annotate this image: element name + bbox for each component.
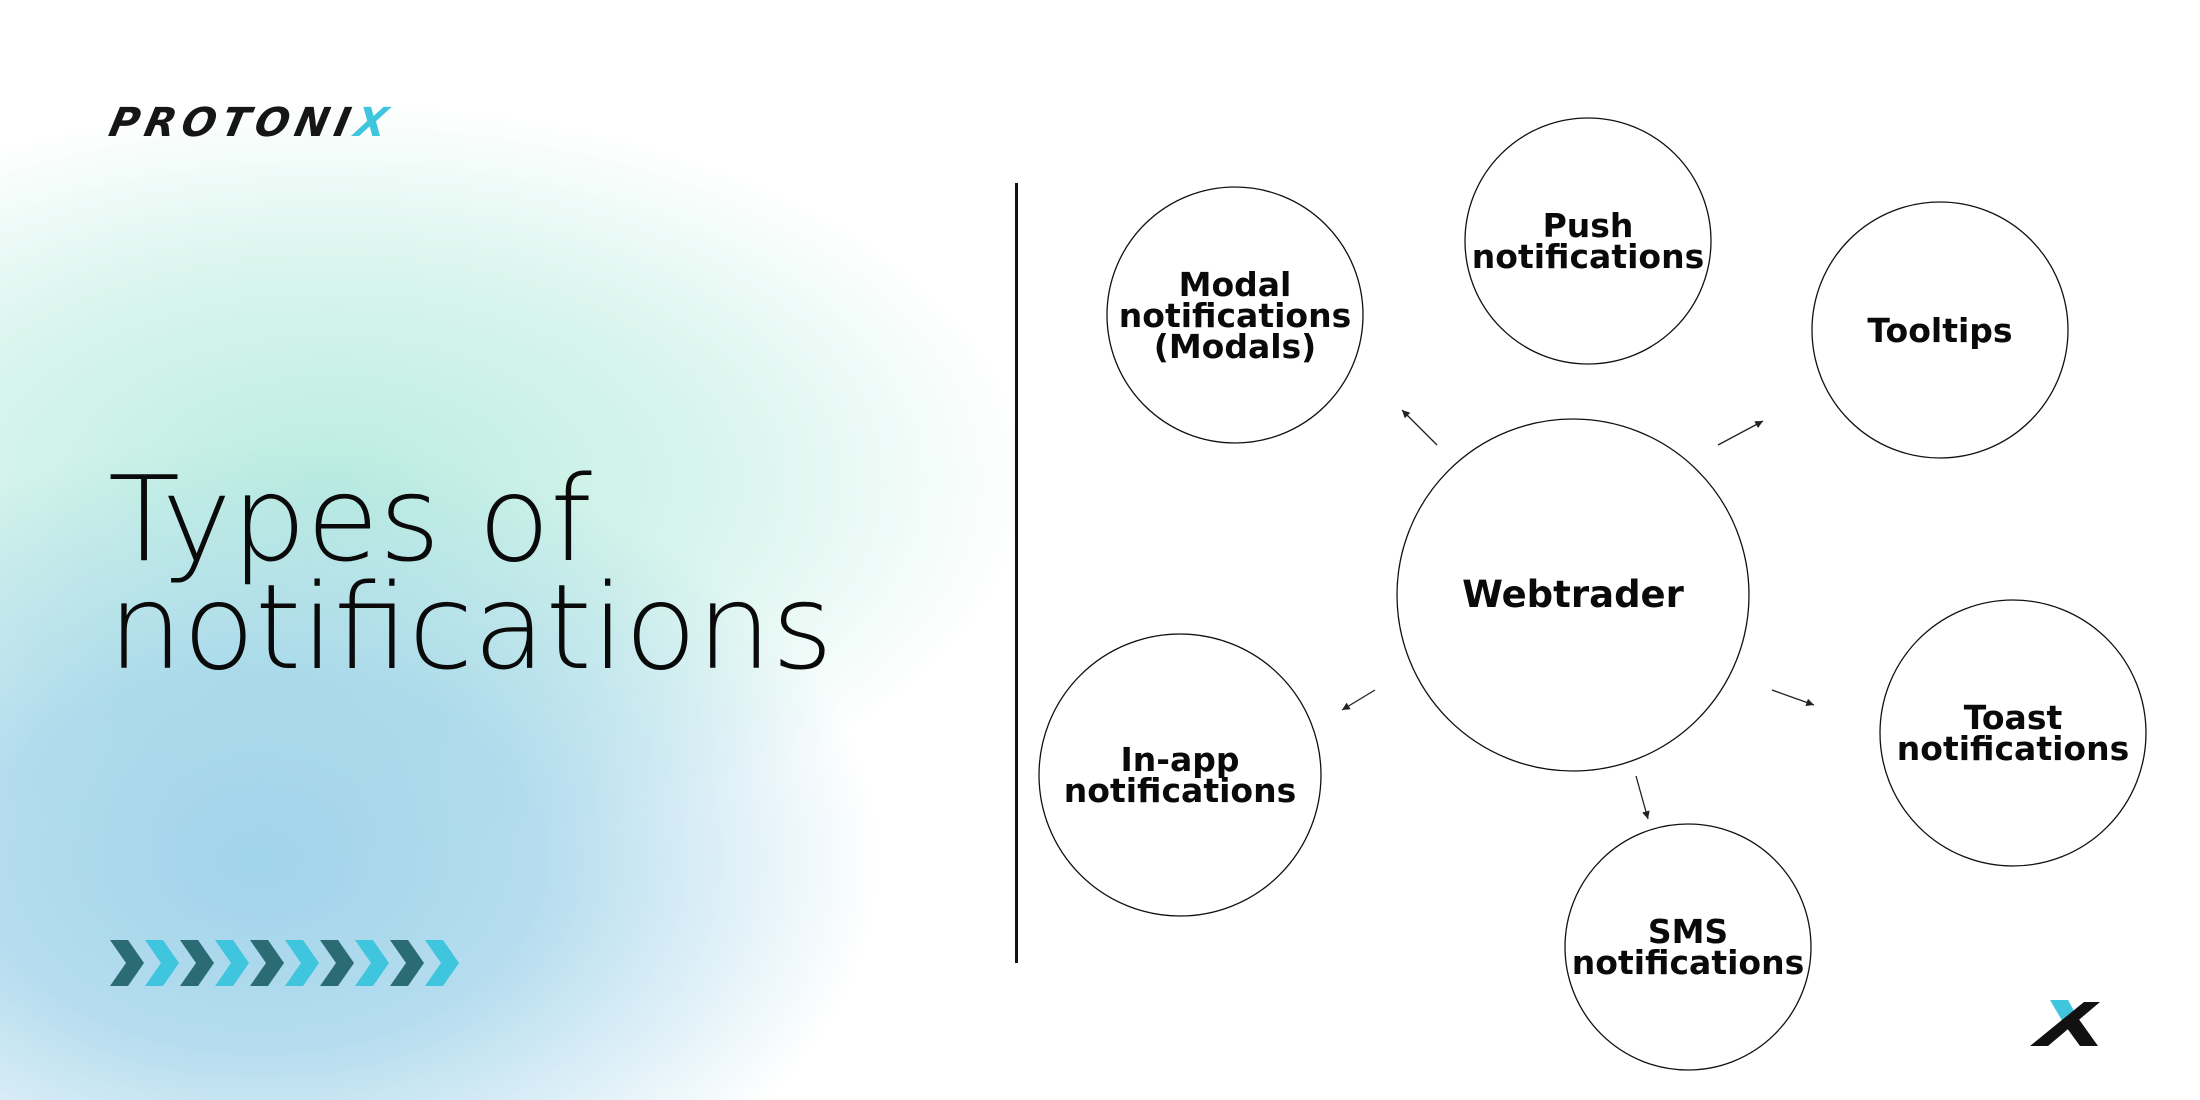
- chevron-right-icon: [285, 940, 319, 986]
- modal-connector-arrow: [1401, 409, 1438, 446]
- inapp-connector-arrow: [1341, 689, 1376, 711]
- chevron-right-icon: [425, 940, 459, 986]
- chevron-right-icon: [215, 940, 249, 986]
- chevron-right-icon: [355, 940, 389, 986]
- page-title: Types of notifications: [108, 450, 1008, 696]
- modal-node-line: notifications: [1118, 295, 1352, 335]
- inapp-node-line: In-app: [1120, 740, 1240, 779]
- tooltips-node: Tooltips: [1812, 202, 2068, 458]
- sms-node-line: notifications: [1571, 943, 1805, 982]
- toast-node-line: notifications: [1896, 729, 2130, 768]
- sms-node-line: SMS: [1647, 912, 1729, 951]
- title-line-1: Types of: [108, 450, 592, 588]
- push-node-line: notifications: [1471, 237, 1705, 276]
- chevron-strip-icon: [110, 940, 459, 986]
- toast-node-circle: [1879, 599, 2147, 867]
- chevron-right-icon: [180, 940, 214, 986]
- chevron-right-icon: [250, 940, 284, 986]
- tooltips-connector-arrow: [1717, 420, 1764, 446]
- tooltips-node-line: Tooltips: [1867, 310, 2013, 350]
- push-node-line: Push: [1542, 206, 1634, 245]
- vertical-divider: [1015, 183, 1018, 963]
- sms-node-circle: [1564, 823, 1812, 1071]
- webtrader-node-circle: [1396, 418, 1750, 772]
- chevron-right-icon: [145, 940, 179, 986]
- inapp-node-circle: [1038, 633, 1322, 917]
- chevron-right-icon: [110, 940, 144, 986]
- modal-node-line: Modal: [1178, 264, 1292, 304]
- tooltips-node-circle: [1811, 201, 2069, 459]
- inapp-node-line: notifications: [1063, 771, 1297, 810]
- x-mark-stroke-b: [2064, 1018, 2098, 1046]
- push-node-circle: [1464, 117, 1712, 365]
- title-line-2: notifications: [108, 558, 834, 696]
- protonix-x-mark-icon: [2030, 1000, 2100, 1046]
- modal-node-circle: [1106, 186, 1364, 444]
- tooltips-node-text: Tooltips: [1867, 310, 2013, 350]
- chevron-right-icon: [390, 940, 424, 986]
- toast-connector-arrow: [1771, 689, 1815, 707]
- webtrader-node: Webtrader: [1397, 419, 1749, 771]
- webtrader-node-line: Webtrader: [1462, 573, 1684, 616]
- toast-node-line: Toast: [1963, 698, 2063, 737]
- webtrader-node-text: Webtrader: [1462, 576, 1684, 614]
- modal-node-line: (Modals): [1153, 326, 1317, 366]
- sms-connector-arrow: [1635, 775, 1650, 820]
- chevron-right-icon: [320, 940, 354, 986]
